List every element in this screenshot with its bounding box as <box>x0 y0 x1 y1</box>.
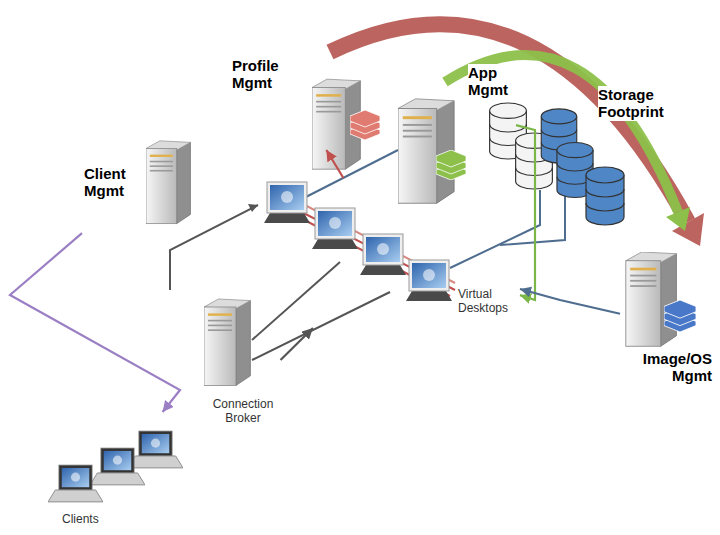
client-server <box>146 141 190 224</box>
broker-server-node: Connection Broker <box>196 360 290 434</box>
storage-cylinder <box>586 167 624 225</box>
connector <box>520 289 620 314</box>
image-store <box>664 300 696 332</box>
broker-wire <box>252 292 390 360</box>
connector <box>10 233 180 412</box>
client-laptop <box>128 431 183 468</box>
client-laptop <box>48 465 103 502</box>
desktop-monitor <box>360 234 406 275</box>
node-label: Virtual Desktops <box>458 288 516 316</box>
footprint-arrowhead <box>666 207 690 231</box>
storage-wire <box>450 190 540 268</box>
desktop-monitor <box>312 208 358 249</box>
node-label: Clients <box>62 513 122 527</box>
client-laptop <box>90 448 145 485</box>
footprint-arrow <box>445 55 678 212</box>
connector <box>326 150 343 178</box>
app-store <box>436 150 466 180</box>
footprint-arrow <box>330 24 688 222</box>
profile-store <box>350 110 380 140</box>
app-server-node: App Mgmt <box>398 60 516 160</box>
desktop-group: Virtual Desktops <box>258 178 520 328</box>
image-server-node: Image/OS Mgmt <box>620 252 714 397</box>
storage-wire <box>500 185 565 245</box>
node-label: Connection Broker <box>203 398 283 426</box>
connector <box>516 125 535 300</box>
client-group: Clients <box>40 412 190 532</box>
desktop-monitor <box>406 260 452 301</box>
node-label: Profile Mgmt <box>232 57 294 92</box>
connector <box>281 328 313 360</box>
diagram-label: Storage Footprint <box>598 86 680 121</box>
image-server <box>626 252 677 346</box>
profile-server-node: Profile Mgmt <box>230 55 365 150</box>
app-server <box>398 99 454 203</box>
node-label: Image/OS Mgmt <box>638 350 712 385</box>
broker-arrowhead <box>248 204 258 212</box>
client-server-node: Client Mgmt <box>82 133 194 237</box>
label-anchor: Storage Footprint <box>598 86 680 121</box>
broker-wire <box>252 262 340 340</box>
desktop-monitor <box>264 182 310 223</box>
node-label: Client Mgmt <box>84 165 146 200</box>
broker-server <box>204 299 250 385</box>
node-label: App Mgmt <box>468 64 514 99</box>
